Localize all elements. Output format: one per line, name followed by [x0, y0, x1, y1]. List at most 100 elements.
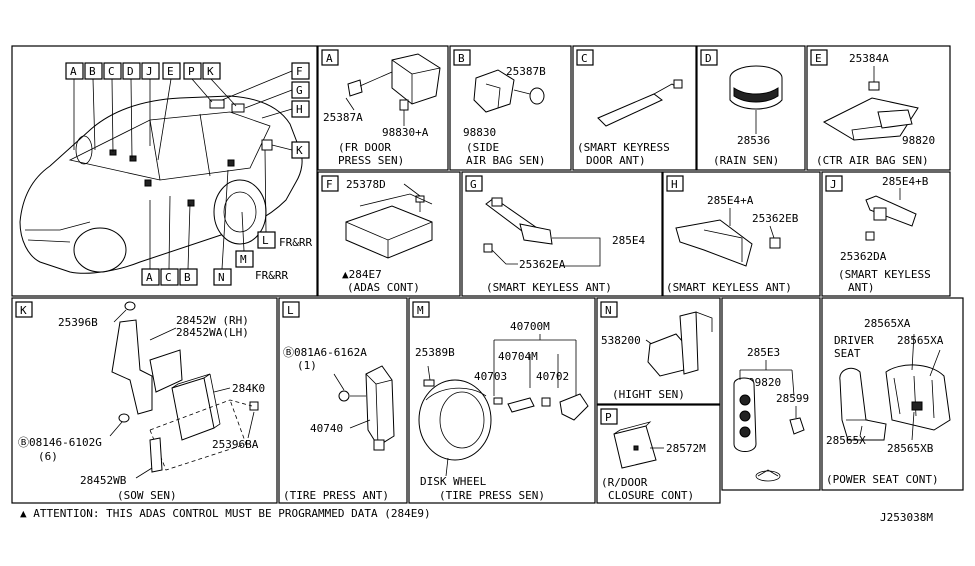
panel-a-caption-2: PRESS SEN) [338, 154, 404, 167]
part-285e4-a: 285E4+A [707, 194, 754, 207]
part-285e4: 285E4 [612, 234, 645, 247]
panel-h-letter: H [671, 178, 678, 191]
letter-L-bottom: L [262, 234, 269, 247]
part-28565xa-top: 28565XA [864, 317, 911, 330]
diagram-id: J253038M [880, 511, 933, 524]
letter-C-bottom: C [165, 271, 172, 284]
panel-a-caption-1: (FR DOOR [338, 141, 391, 154]
panel-seat-caption-1: (POWER SEAT CONT) [826, 473, 939, 486]
panel-k-letter: K [20, 304, 27, 317]
part-qty-6: (6) [38, 450, 58, 463]
letter-M-bottom: M [240, 253, 247, 266]
part-538200: 538200 [601, 334, 641, 347]
panel-c-caption-2: DOOR ANT) [586, 154, 646, 167]
panel-p-caption-2: CLOSURE CONT) [608, 489, 694, 502]
panel-c-caption-1: (SMART KEYRESS [577, 141, 670, 154]
part-28599: 28599 [776, 392, 809, 405]
panel-l-letter: L [287, 304, 294, 317]
panel-j-smart-keyless-ant: J 285E4+B 25362DA (SMART KEYLESS ANT) [821, 171, 951, 297]
letter-E-top: E [167, 65, 174, 78]
driver-label: DRIVER [834, 334, 874, 347]
letter-G-right: G [296, 84, 303, 97]
panel-n-caption-1: (HIGHT SEN) [612, 388, 685, 401]
part-40703: 40703 [474, 370, 507, 383]
panel-g-smart-keyless-ant: G 285E4 25362EA (SMART KEYLESS ANT) [461, 171, 663, 297]
part-25362ea: 25362EA [519, 258, 566, 271]
overview-bottom-letters: A C B N M L FR&RR FR&RR [141, 149, 312, 286]
panel-l-caption-1: (TIRE PRESS ANT) [283, 489, 389, 502]
part-28452w-rh: 28452W (RH) [176, 314, 249, 327]
part-99820: 99820 [748, 376, 781, 389]
part-285e3: 285E3 [747, 346, 780, 359]
panel-d-rain-sen: D 28536 (RAIN SEN) [696, 45, 806, 171]
panel-f-letter: F [326, 178, 333, 191]
part-98830a: 98830+A [382, 126, 429, 139]
part-25389b: 25389B [415, 346, 455, 359]
panel-d-letter: D [705, 52, 712, 65]
panel-p-r-door-closure-cont: P 28572M (R/DOOR CLOSURE CONT) [596, 404, 721, 504]
panel-f-caption-1: (ADAS CONT) [347, 281, 420, 294]
part-qty-1: (1) [297, 359, 317, 372]
seat-label: SEAT [834, 347, 861, 360]
panel-b-letter: B [458, 52, 465, 65]
letter-A-bottom: A [146, 271, 153, 284]
part-40702: 40702 [536, 370, 569, 383]
panel-m-letter: M [417, 304, 424, 317]
part-25362eb: 25362EB [752, 212, 799, 225]
panel-b-caption-2: AIR BAG SEN) [466, 154, 545, 167]
fr-rr-label-2: FR&RR [255, 269, 288, 282]
panel-k-caption-1: (SOW SEN) [117, 489, 177, 502]
letter-C-top: C [108, 65, 115, 78]
panel-e-caption-1: (CTR AIR BAG SEN) [816, 154, 929, 167]
letter-A-top: A [70, 65, 77, 78]
panel-j-letter: J [830, 178, 837, 191]
part-28572m: 28572M [666, 442, 706, 455]
letter-F-right: F [296, 65, 303, 78]
panel-intelligent-key: 285E3 99820 28599 [721, 297, 821, 491]
panel-j-caption-2: ANT) [848, 281, 875, 294]
letter-H-right: H [296, 103, 303, 116]
panel-p-caption-1: (R/DOOR [601, 476, 648, 489]
panel-h-caption-1: (SMART KEYLESS ANT) [666, 281, 792, 294]
part-28565x: 28565X [826, 434, 866, 447]
panel-m-caption-1: (TIRE PRESS SEN) [439, 489, 545, 502]
part-40740: 40740 [310, 422, 343, 435]
panel-b-caption-1: (SIDE [466, 141, 499, 154]
part-285e4-b: 285E4+B [882, 175, 929, 188]
letter-P-top: P [188, 65, 195, 78]
overview-right-letters: F G H K [221, 62, 310, 159]
part-98820: 98820 [902, 134, 935, 147]
panel-p-letter: P [605, 411, 612, 424]
part-284k0: 284K0 [232, 382, 265, 395]
fr-rr-label-1: FR&RR [279, 236, 312, 249]
panel-b-side-air-bag-sen: B 25387B 98830 (SIDE AIR BAG SEN) [449, 45, 572, 171]
panel-m-tire-press-sen: M 40700M 40704M 25389B 40703 40702 DISK … [408, 297, 596, 504]
panel-c-letter: C [581, 52, 588, 65]
letter-N-bottom: N [218, 271, 225, 284]
panel-g-letter: G [470, 178, 477, 191]
part-25387b: 25387B [506, 65, 546, 78]
part-08146-6102g: Ⓑ08146-6102G [18, 436, 102, 449]
panel-e-ctr-air-bag-sen: E 25384A 98820 (CTR AIR BAG SEN) [806, 45, 951, 171]
letter-J-top: J [146, 65, 153, 78]
part-25387a: 25387A [323, 111, 363, 124]
attention-note: ▲ ATTENTION: THIS ADAS CONTROL MUST BE P… [20, 507, 431, 520]
part-28565xa-right: 28565XA [897, 334, 944, 347]
part-40704m: 40704M [498, 350, 538, 363]
part-28536: 28536 [737, 134, 770, 147]
part-25396b: 25396B [58, 316, 98, 329]
panel-n-letter: N [605, 304, 612, 317]
part-28452wb: 28452WB [80, 474, 127, 487]
panel-h-smart-keyless-ant: H 285E4+A 25362EB (SMART KEYLESS ANT) [662, 171, 821, 297]
part-98830: 98830 [463, 126, 496, 139]
part-25378d: 25378D [346, 178, 386, 191]
letter-D-top: D [127, 65, 134, 78]
panel-a-fr-door-press-sen: A 25387A 98830+A (FR DOOR PRESS SEN) [317, 45, 449, 171]
part-284e7: ▲284E7 [342, 268, 382, 281]
part-28452wa-lh: 28452WA(LH) [176, 326, 249, 339]
part-081a6-6162a: Ⓑ081A6-6162A [283, 346, 367, 359]
part-40700m: 40700M [510, 320, 550, 333]
letter-K-right: K [296, 144, 303, 157]
overview-top-letters: A B C D J E P K [65, 62, 237, 161]
